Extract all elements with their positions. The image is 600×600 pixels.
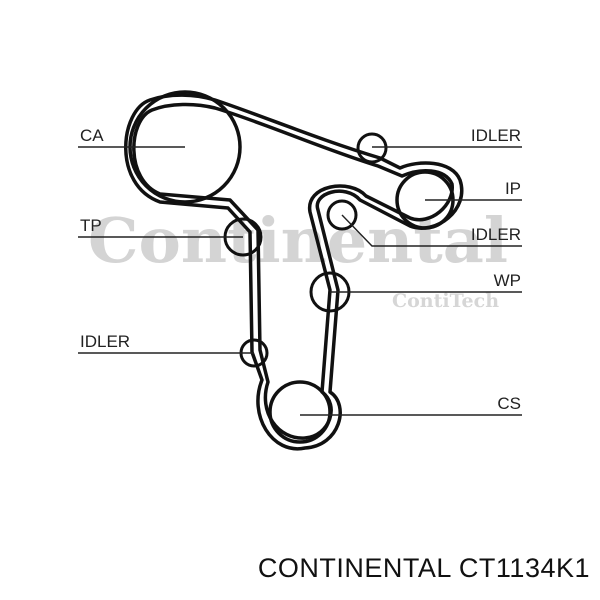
watermark-sub-brand: ContiTech	[392, 290, 499, 312]
label-idler-top: IDLER	[471, 126, 521, 145]
belt-inner	[132, 102, 454, 440]
pulley-cs	[268, 380, 332, 444]
part-number-caption: CONTINENTAL CT1134K1	[257, 553, 590, 583]
label-idler-left: IDLER	[80, 332, 130, 351]
label-cs: CS	[497, 394, 521, 413]
leader-lines	[78, 146, 522, 416]
leader-idler-middle	[341, 214, 522, 247]
label-ca: CA	[80, 126, 104, 145]
label-wp: WP	[494, 271, 521, 290]
label-idler-middle: IDLER	[471, 225, 521, 244]
pulley-idler-top	[356, 132, 388, 164]
label-tp: TP	[80, 216, 102, 235]
label-ip: IP	[505, 179, 521, 198]
pulley-idler-middle	[326, 199, 358, 231]
watermark-brand: Continental	[88, 204, 508, 277]
